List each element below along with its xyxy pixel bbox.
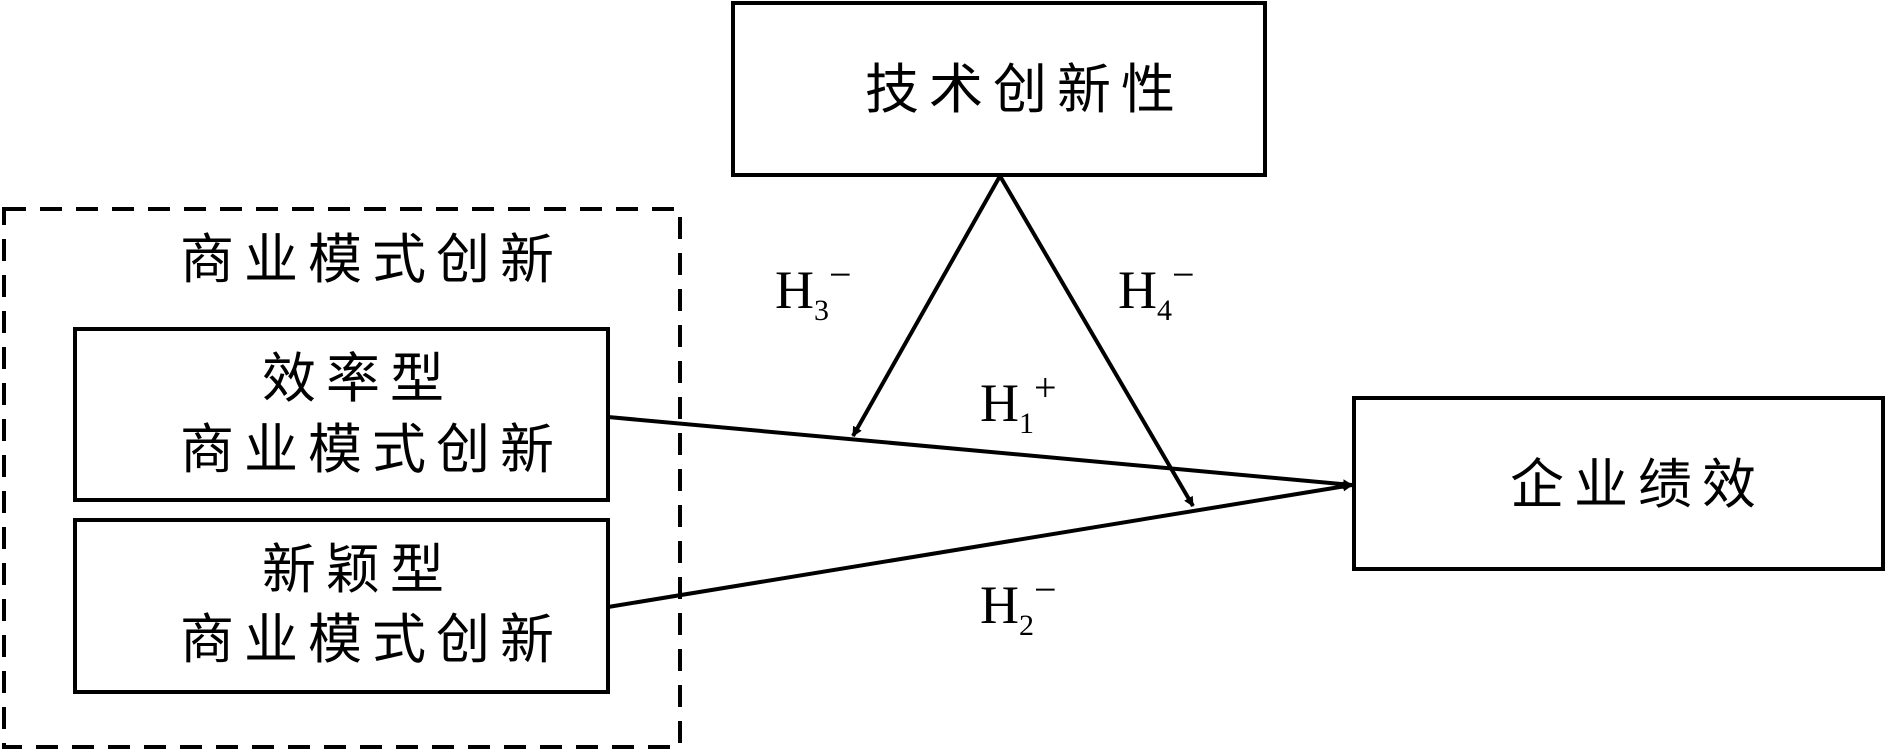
hypothesis-h2-label: H2−	[980, 567, 1057, 642]
firm-performance-label: 企业绩效	[1510, 453, 1766, 516]
arrow-moderation-h3	[851, 175, 1002, 437]
novelty-bm-line1: 新颖型	[262, 538, 454, 601]
novelty-bm-line2: 商业模式创新	[180, 608, 564, 671]
arrow-moderation-h4	[998, 174, 1195, 508]
efficiency-bm-box	[73, 327, 610, 502]
tech-innovation-box	[731, 1, 1267, 177]
arrow-efficiency-to-performance	[607, 415, 1353, 490]
firm-performance-box	[1352, 396, 1885, 571]
bm-innovation-group-label: 商业模式创新	[180, 228, 564, 291]
tech-innovation-label: 技术创新性	[865, 58, 1185, 121]
efficiency-bm-line2: 商业模式创新	[180, 418, 564, 481]
bm-innovation-group-frame	[2, 207, 682, 749]
hypothesis-h1-label: H1+	[980, 365, 1057, 440]
hypothesis-h3-label: H3−	[775, 252, 852, 327]
efficiency-bm-line1: 效率型	[262, 347, 454, 410]
novelty-bm-box	[73, 518, 610, 694]
hypothesis-h4-label: H4−	[1118, 252, 1195, 327]
arrow-novelty-to-performance	[607, 481, 1353, 609]
